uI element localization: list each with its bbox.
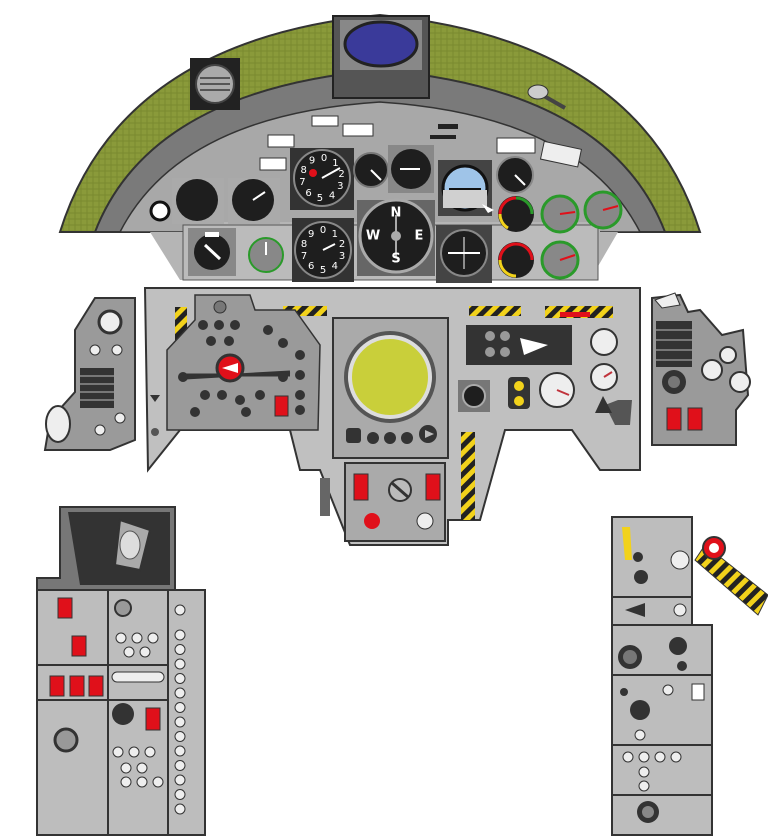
- rail-knob[interactable]: [174, 731, 186, 742]
- canopy-handle[interactable]: [527, 84, 566, 110]
- placard-group: [259, 115, 583, 171]
- canopy-lamp: [190, 58, 240, 110]
- radar-scope: [332, 317, 449, 459]
- rail-knob[interactable]: [174, 760, 186, 771]
- compass-east-label: E: [415, 229, 424, 244]
- rail-knob[interactable]: [174, 803, 186, 815]
- top-round-gauges: [353, 145, 434, 193]
- rail-knob[interactable]: [174, 716, 186, 728]
- clock-numeral: 9: [308, 229, 314, 240]
- right-engine-gauges: [496, 156, 623, 280]
- altimeter-numeral: 1: [332, 158, 338, 169]
- warning-light-strip: [560, 312, 590, 317]
- rail-knob[interactable]: [174, 629, 186, 641]
- compass-north-label: N: [391, 206, 402, 221]
- clock-numeral: 2: [339, 239, 345, 250]
- altimeter-numeral: 2: [338, 169, 344, 180]
- altimeter-numeral: 3: [337, 181, 343, 192]
- compass-south-label: S: [391, 252, 400, 267]
- altimeter-numeral: 4: [329, 190, 335, 201]
- rail-knob[interactable]: [174, 687, 186, 699]
- hazard-stripe-center-vertical: [461, 432, 475, 520]
- hsi-gauge: [436, 225, 492, 283]
- compass-gauge: N S W E: [357, 198, 435, 276]
- clock-numeral: 0: [320, 225, 326, 236]
- clock-numeral: 7: [301, 251, 307, 262]
- right-side-console: [611, 516, 768, 836]
- left-throttle-console: [36, 506, 206, 836]
- clock-numeral: 1: [332, 229, 338, 240]
- rail-knob[interactable]: [174, 658, 186, 670]
- center-lower-panel: [320, 462, 446, 542]
- altimeter-numeral: 0: [321, 153, 327, 164]
- altimeter-numeral: 6: [305, 188, 311, 199]
- compass-west-label: W: [366, 229, 380, 244]
- altimeter-numeral: 7: [299, 177, 305, 188]
- right-side-panel: [651, 292, 751, 446]
- rail-knob[interactable]: [174, 745, 186, 757]
- rail-knob[interactable]: [174, 789, 186, 800]
- hazard-stripe-top-middle: [469, 306, 521, 316]
- hazard-stripe-top-left: [283, 306, 327, 316]
- rail-knob[interactable]: [174, 702, 186, 713]
- attitude-indicator: [438, 160, 494, 216]
- armament-panel: [150, 294, 321, 436]
- altimeter-numeral: 9: [309, 156, 315, 167]
- upper-display: [332, 15, 430, 99]
- clock-numeral: 3: [339, 251, 345, 262]
- clock-numeral: 5: [320, 265, 326, 276]
- clock-numeral: 4: [332, 261, 338, 272]
- altimeter-numeral: 5: [317, 193, 323, 204]
- left-side-panel: [43, 297, 136, 451]
- rail-knob[interactable]: [174, 644, 186, 655]
- left-standby-gauges: [149, 178, 280, 224]
- rail-knob[interactable]: [174, 774, 186, 786]
- altimeter-numeral: 8: [301, 165, 307, 176]
- clock-numeral: 8: [301, 239, 307, 250]
- right-console-cluster: [458, 325, 632, 425]
- lower-left-gauges: [188, 228, 284, 276]
- clock-numeral: 6: [308, 261, 314, 272]
- rail-knob[interactable]: [174, 673, 186, 684]
